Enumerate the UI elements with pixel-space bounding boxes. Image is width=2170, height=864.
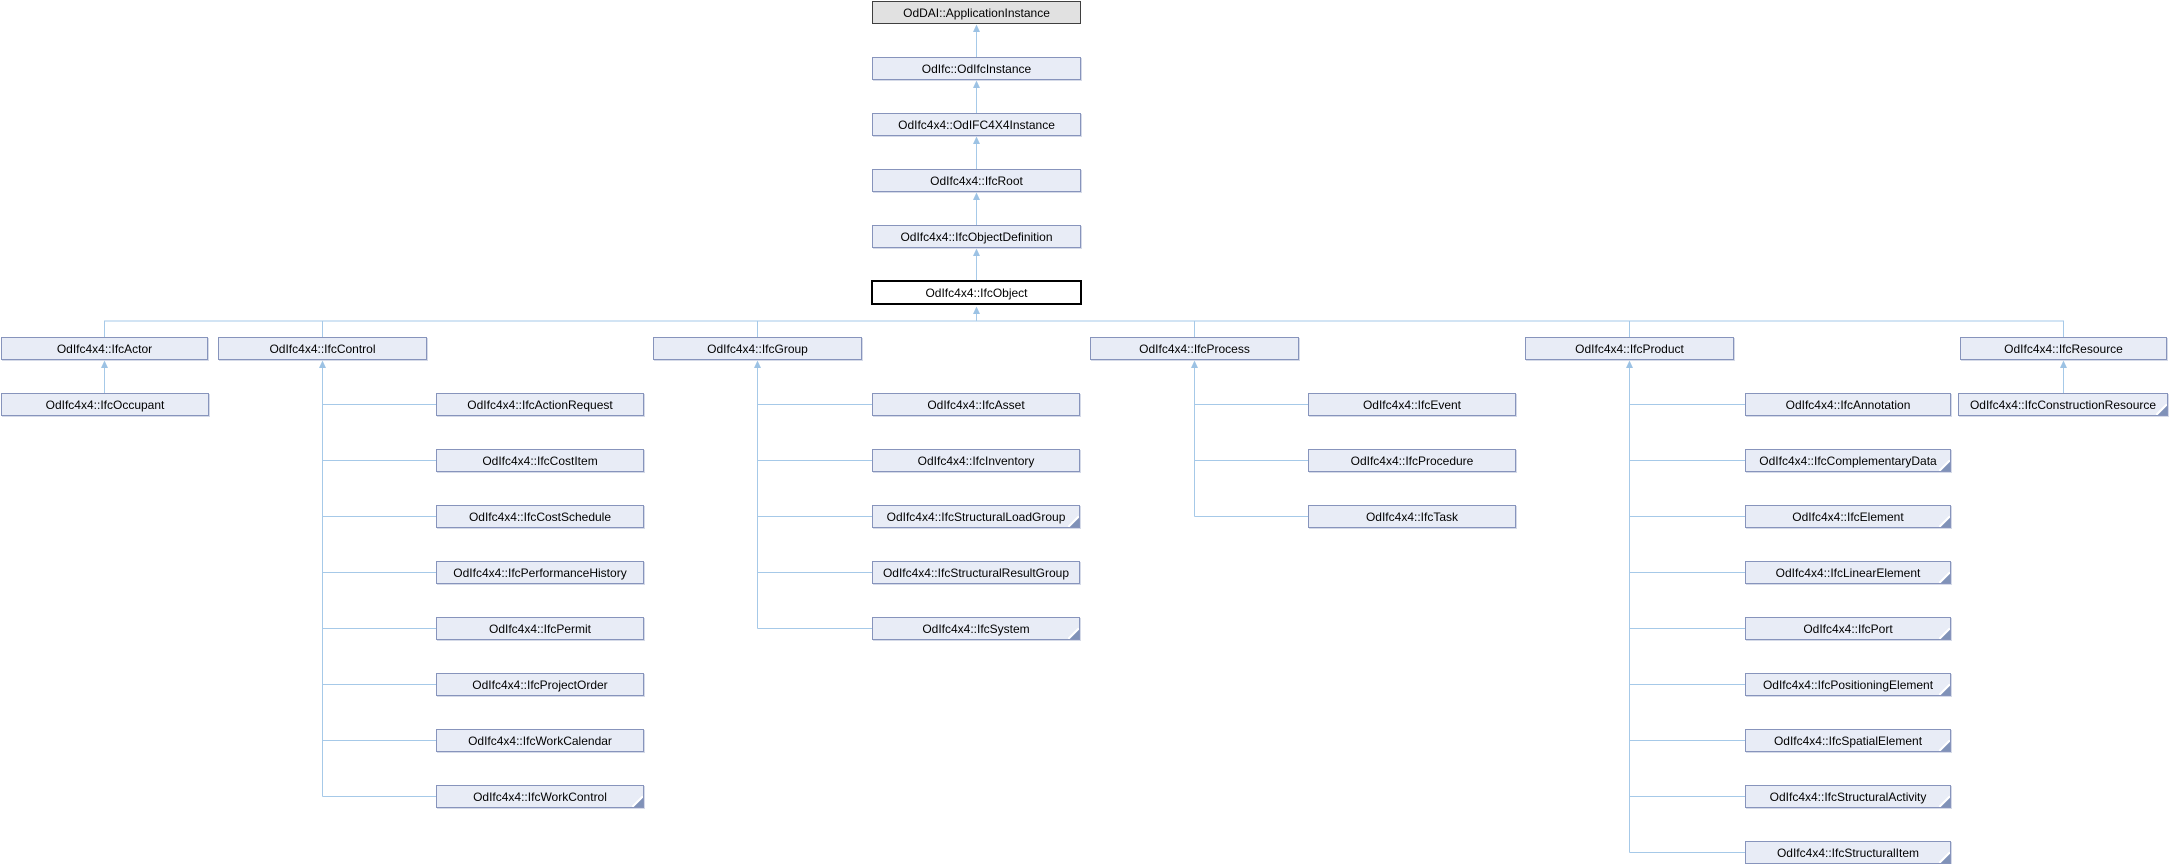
node-odifc4x4-ifccostschedule[interactable]: OdIfc4x4::IfcCostSchedule <box>436 505 644 528</box>
edge-bus-drops <box>322 321 1630 337</box>
arrowhead-up <box>973 24 980 32</box>
arrowhead-up <box>101 360 108 368</box>
node-odifc4x4-ifcsystem[interactable]: OdIfc4x4::IfcSystem <box>872 617 1080 640</box>
node-odifc4x4-ifccontrol[interactable]: OdIfc4x4::IfcControl <box>218 337 427 360</box>
node-odifc4x4-ifcprocedure[interactable]: OdIfc4x4::IfcProcedure <box>1308 449 1516 472</box>
node-odifc4x4-ifcworkcontrol[interactable]: OdIfc4x4::IfcWorkControl <box>436 785 644 808</box>
node-odifc4x4-ifcprojectorder[interactable]: OdIfc4x4::IfcProjectOrder <box>436 673 644 696</box>
node-odifc4x4-ifcroot[interactable]: OdIfc4x4::IfcRoot <box>872 169 1081 192</box>
node-odifc4x4-ifcobjectdefinition[interactable]: OdIfc4x4::IfcObjectDefinition <box>872 225 1081 248</box>
node-odifc4x4-ifcstructuralitem[interactable]: OdIfc4x4::IfcStructuralItem <box>1745 841 1951 864</box>
node-odifc4x4-ifclinearelement[interactable]: OdIfc4x4::IfcLinearElement <box>1745 561 1951 584</box>
edge-ifcproduct-children <box>1629 368 1745 853</box>
node-odifc4x4-ifcasset[interactable]: OdIfc4x4::IfcAsset <box>872 393 1080 416</box>
arrowhead-up <box>973 192 980 200</box>
node-odifc4x4-ifcelement[interactable]: OdIfc4x4::IfcElement <box>1745 505 1951 528</box>
node-odifc4x4-ifcgroup[interactable]: OdIfc4x4::IfcGroup <box>653 337 862 360</box>
node-odifc4x4-ifcpositioningelement[interactable]: OdIfc4x4::IfcPositioningElement <box>1745 673 1951 696</box>
node-odifc4x4-ifcconstructionresource[interactable]: OdIfc4x4::IfcConstructionResource <box>1958 393 2168 416</box>
node-odifc4x4-ifctask[interactable]: OdIfc4x4::IfcTask <box>1308 505 1516 528</box>
node-odifc4x4-ifcstructuralloadgroup[interactable]: OdIfc4x4::IfcStructuralLoadGroup <box>872 505 1080 528</box>
node-odifc4x4-ifcresource[interactable]: OdIfc4x4::IfcResource <box>1960 337 2167 360</box>
node-odifc4x4-ifcworkcalendar[interactable]: OdIfc4x4::IfcWorkCalendar <box>436 729 644 752</box>
node-odifc4x4-ifcoccupant[interactable]: OdIfc4x4::IfcOccupant <box>1 393 209 416</box>
arrowhead-up <box>1626 360 1633 368</box>
edge-ifcgroup-children <box>757 368 872 629</box>
node-odifc-odifcinstance[interactable]: OdIfc::OdIfcInstance <box>872 57 1081 80</box>
node-odifc4x4-ifcactionrequest[interactable]: OdIfc4x4::IfcActionRequest <box>436 393 644 416</box>
node-odifc4x4-ifcobject: OdIfc4x4::IfcObject <box>871 280 1082 305</box>
node-odifc4x4-ifcpermit[interactable]: OdIfc4x4::IfcPermit <box>436 617 644 640</box>
node-odifc4x4-ifcspatialelement[interactable]: OdIfc4x4::IfcSpatialElement <box>1745 729 1951 752</box>
arrowhead-up <box>973 248 980 256</box>
node-odifc4x4-ifccomplementarydata[interactable]: OdIfc4x4::IfcComplementaryData <box>1745 449 1951 472</box>
edge-children-bus <box>104 320 2064 337</box>
node-odifc4x4-ifcprocess[interactable]: OdIfc4x4::IfcProcess <box>1090 337 1299 360</box>
arrowhead-up <box>754 360 761 368</box>
arrowhead-up <box>973 136 980 144</box>
edge-ifcprocess-children <box>1194 368 1308 517</box>
node-odifc4x4-ifcevent[interactable]: OdIfc4x4::IfcEvent <box>1308 393 1516 416</box>
node-odifc4x4-ifcport[interactable]: OdIfc4x4::IfcPort <box>1745 617 1951 640</box>
node-odifc4x4-ifcstructuralactivity[interactable]: OdIfc4x4::IfcStructuralActivity <box>1745 785 1951 808</box>
node-odifc4x4-ifcannotation[interactable]: OdIfc4x4::IfcAnnotation <box>1745 393 1951 416</box>
arrowheads <box>101 24 2067 368</box>
arrowhead-up <box>973 80 980 88</box>
arrowhead-up <box>319 360 326 368</box>
node-odifc4x4-ifcinventory[interactable]: OdIfc4x4::IfcInventory <box>872 449 1080 472</box>
arrowhead-up <box>1191 360 1198 368</box>
edge-ifccontrol-children <box>322 368 436 797</box>
node-oddai-applicationinstance[interactable]: OdDAI::ApplicationInstance <box>872 1 1081 24</box>
arrowhead-up <box>973 306 980 314</box>
node-odifc4x4-ifcstructuralresultgroup[interactable]: OdIfc4x4::IfcStructuralResultGroup <box>872 561 1080 584</box>
node-odifc4x4-odifc4x4instance[interactable]: OdIfc4x4::OdIFC4X4Instance <box>872 113 1081 136</box>
node-odifc4x4-ifcproduct[interactable]: OdIfc4x4::IfcProduct <box>1525 337 1734 360</box>
arrowhead-up <box>2060 360 2067 368</box>
node-odifc4x4-ifccostitem[interactable]: OdIfc4x4::IfcCostItem <box>436 449 644 472</box>
node-odifc4x4-ifcperformancehistory[interactable]: OdIfc4x4::IfcPerformanceHistory <box>436 561 644 584</box>
node-odifc4x4-ifcactor[interactable]: OdIfc4x4::IfcActor <box>1 337 208 360</box>
